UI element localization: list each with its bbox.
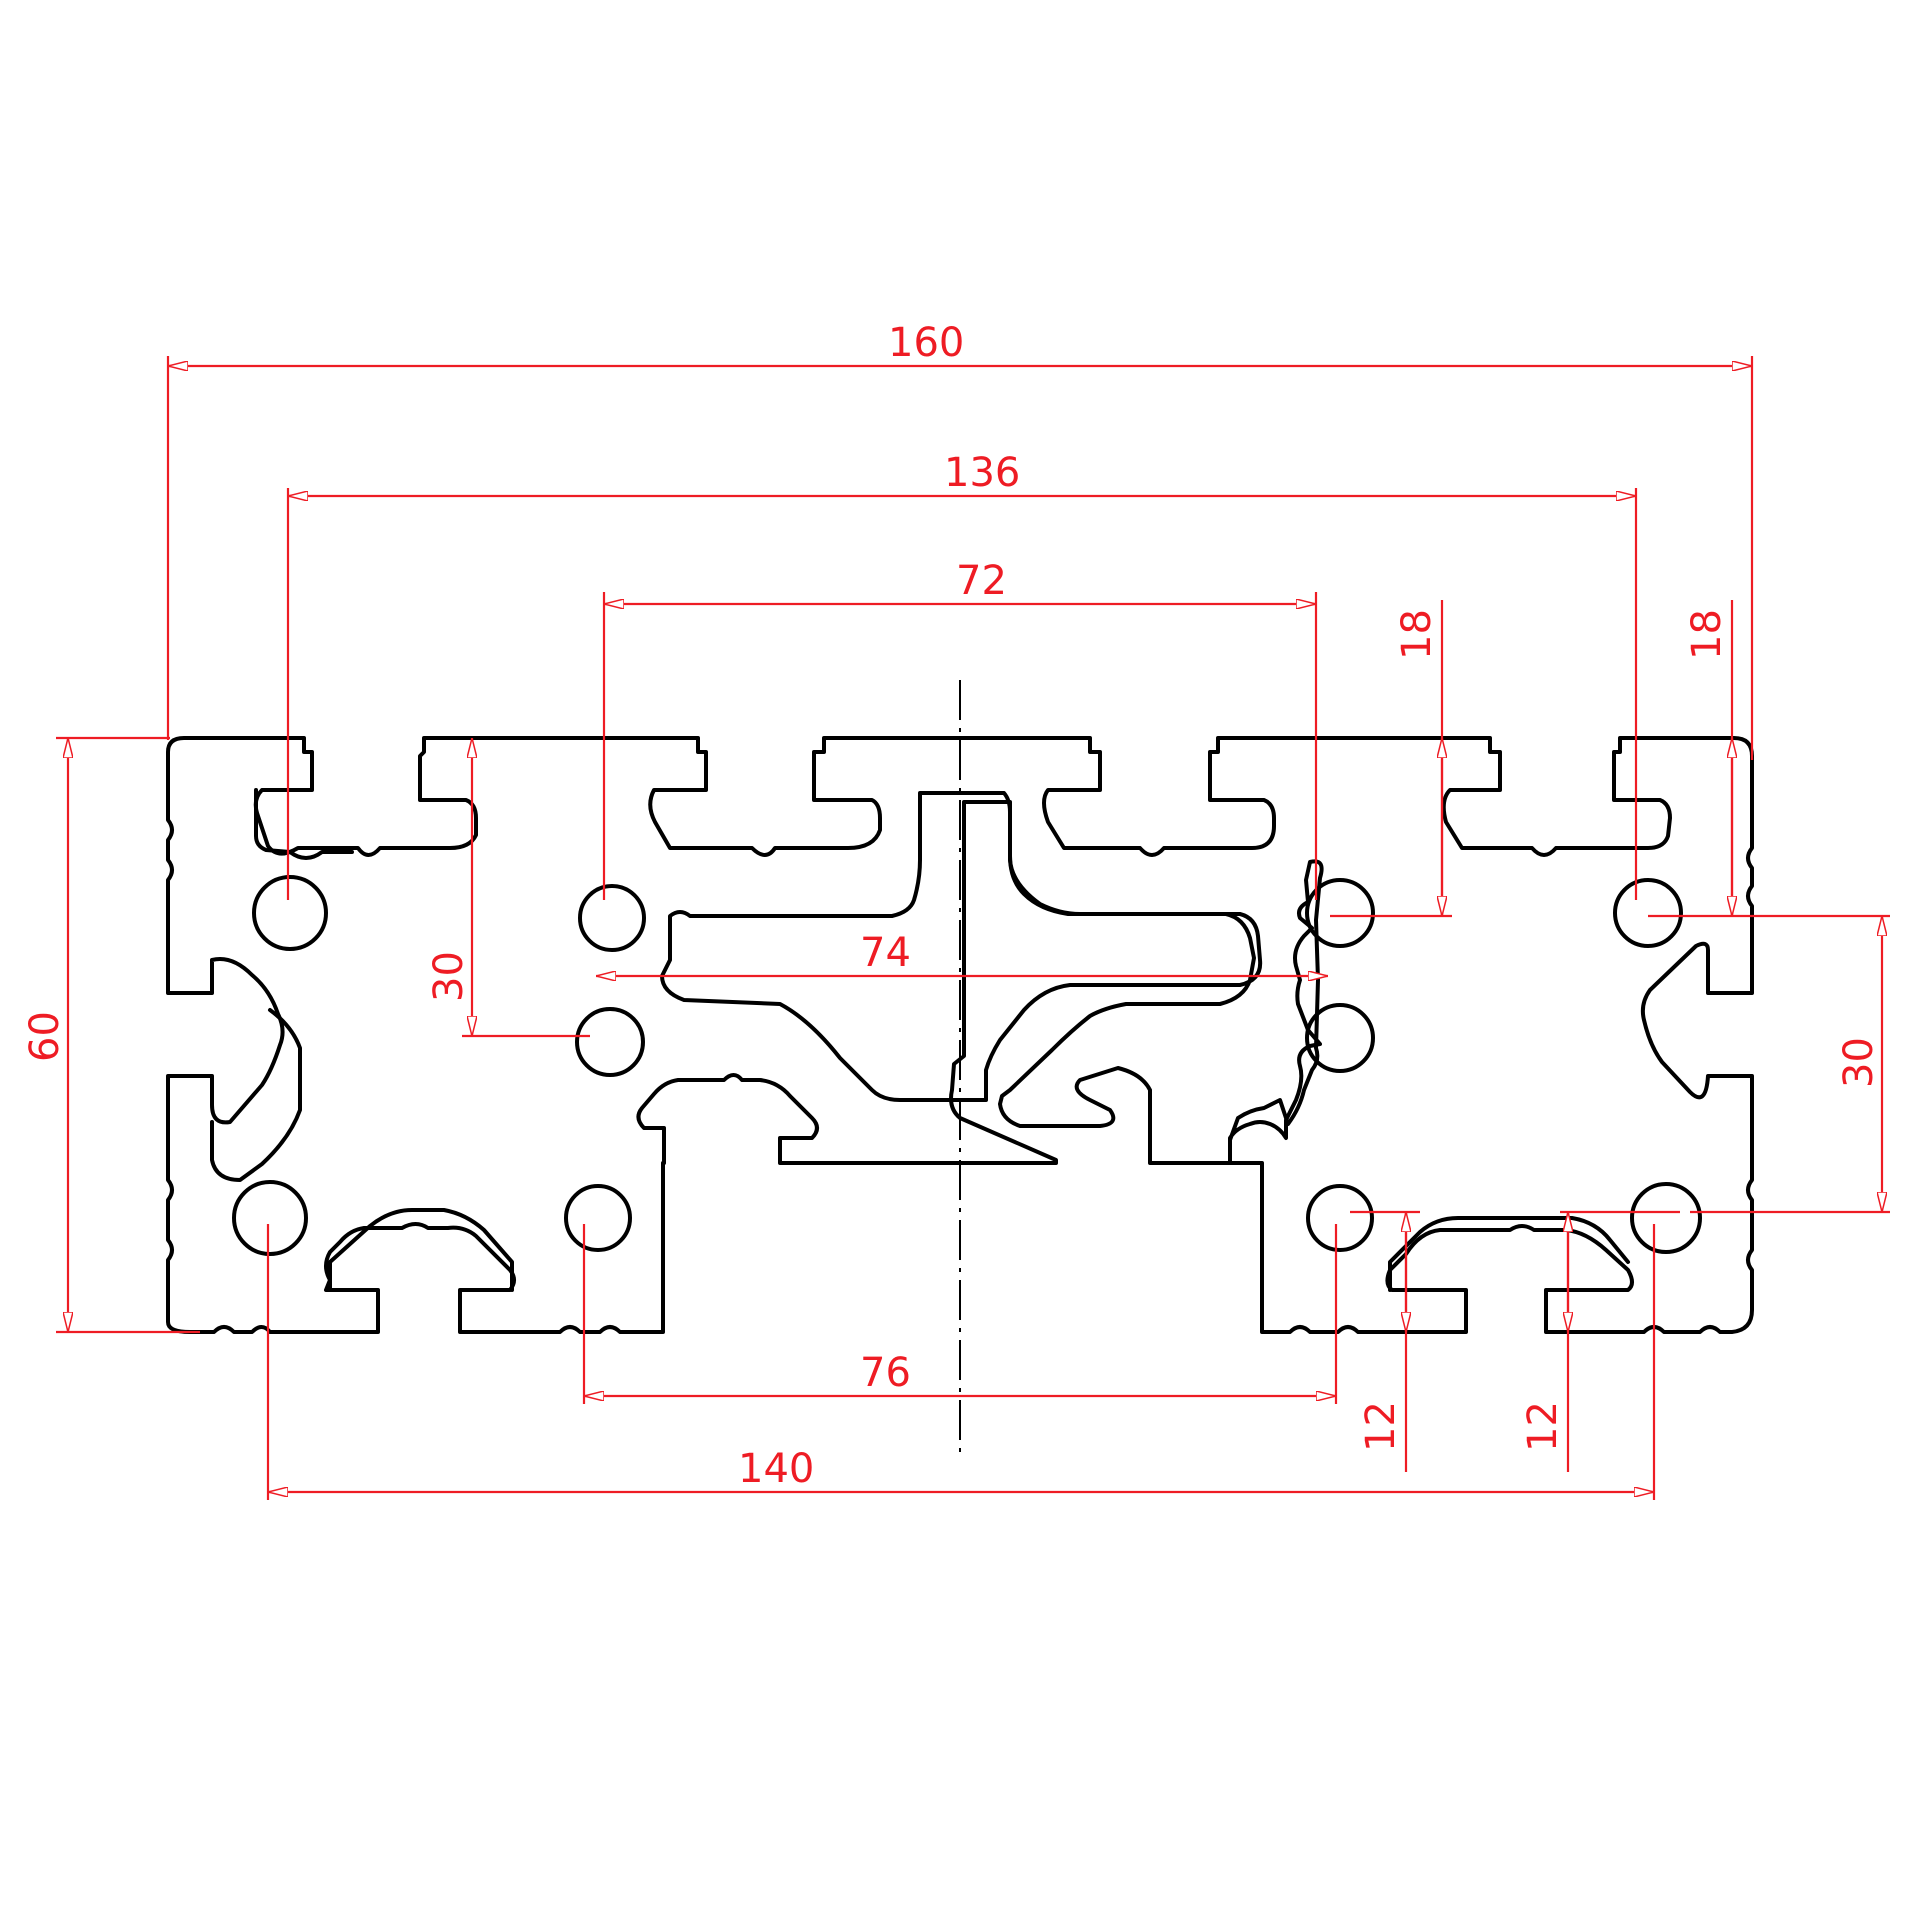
- bolt-hole-left-bottom: [232, 1180, 308, 1256]
- dimension-bottom-offset-right: 12: [1520, 1210, 1680, 1472]
- dimension-left-height: 30: [426, 738, 590, 1038]
- aluminum-profile: [166, 680, 1754, 1460]
- bolt-hole-inner-left-mid: [575, 1007, 645, 1077]
- dimension-center-channel-width: 74: [596, 930, 1328, 976]
- dim-label-30-left: 30: [426, 951, 472, 1002]
- dim-label-30-right: 30: [1836, 1037, 1882, 1088]
- bolt-hole-inner-right-top: [1305, 878, 1375, 948]
- dimension-bottom-outer-spacing: 140: [266, 1224, 1656, 1500]
- dimension-overall-width: 160: [166, 320, 1754, 760]
- dim-label-136: 136: [944, 450, 1020, 496]
- dim-label-60: 60: [22, 1011, 68, 1062]
- bolt-hole-right-bottom: [1630, 1182, 1702, 1254]
- dim-label-160: 160: [888, 320, 964, 366]
- dim-label-12-left: 12: [1358, 1401, 1404, 1452]
- dimension-top-offset-left: 18: [1330, 600, 1452, 918]
- profile-center-cavity: [660, 791, 1263, 1102]
- bolt-hole-inner-left-top: [578, 884, 646, 952]
- dimension-outer-slot-spacing: 136: [286, 450, 1638, 900]
- dimension-inner-top-spacing: 72: [602, 558, 1318, 900]
- bolt-hole-right-top: [1613, 878, 1683, 948]
- dimension-bottom-offset-left: 12: [1350, 1210, 1420, 1472]
- dim-label-72: 72: [956, 558, 1007, 604]
- profile-pocket-left-bottom: [210, 1008, 302, 1182]
- dim-label-18-right: 18: [1684, 609, 1730, 660]
- dim-label-74: 74: [860, 930, 911, 976]
- dimension-right-height: 30: [1648, 914, 1890, 1214]
- dim-label-12-right: 12: [1520, 1401, 1566, 1452]
- bolt-hole-inner-right-bottom: [1306, 1184, 1374, 1252]
- dim-label-76: 76: [860, 1350, 911, 1396]
- bolt-hole-inner-left-bottom: [564, 1184, 632, 1252]
- dim-label-140: 140: [738, 1446, 814, 1492]
- dimension-inner-bottom-spacing: 76: [582, 1224, 1338, 1404]
- profile-slot-bottom-left: [328, 1208, 514, 1292]
- dimension-overall-height: 60: [22, 736, 200, 1334]
- bolt-hole-inner-right-mid: [1305, 1003, 1375, 1073]
- profile-pocket-left-top: [254, 788, 354, 860]
- dim-label-18-left: 18: [1394, 609, 1440, 660]
- profile-slot-bottom-right: [1388, 1216, 1630, 1292]
- dimension-top-offset-right: 18: [1684, 600, 1732, 916]
- bolt-hole-left-top: [252, 875, 328, 951]
